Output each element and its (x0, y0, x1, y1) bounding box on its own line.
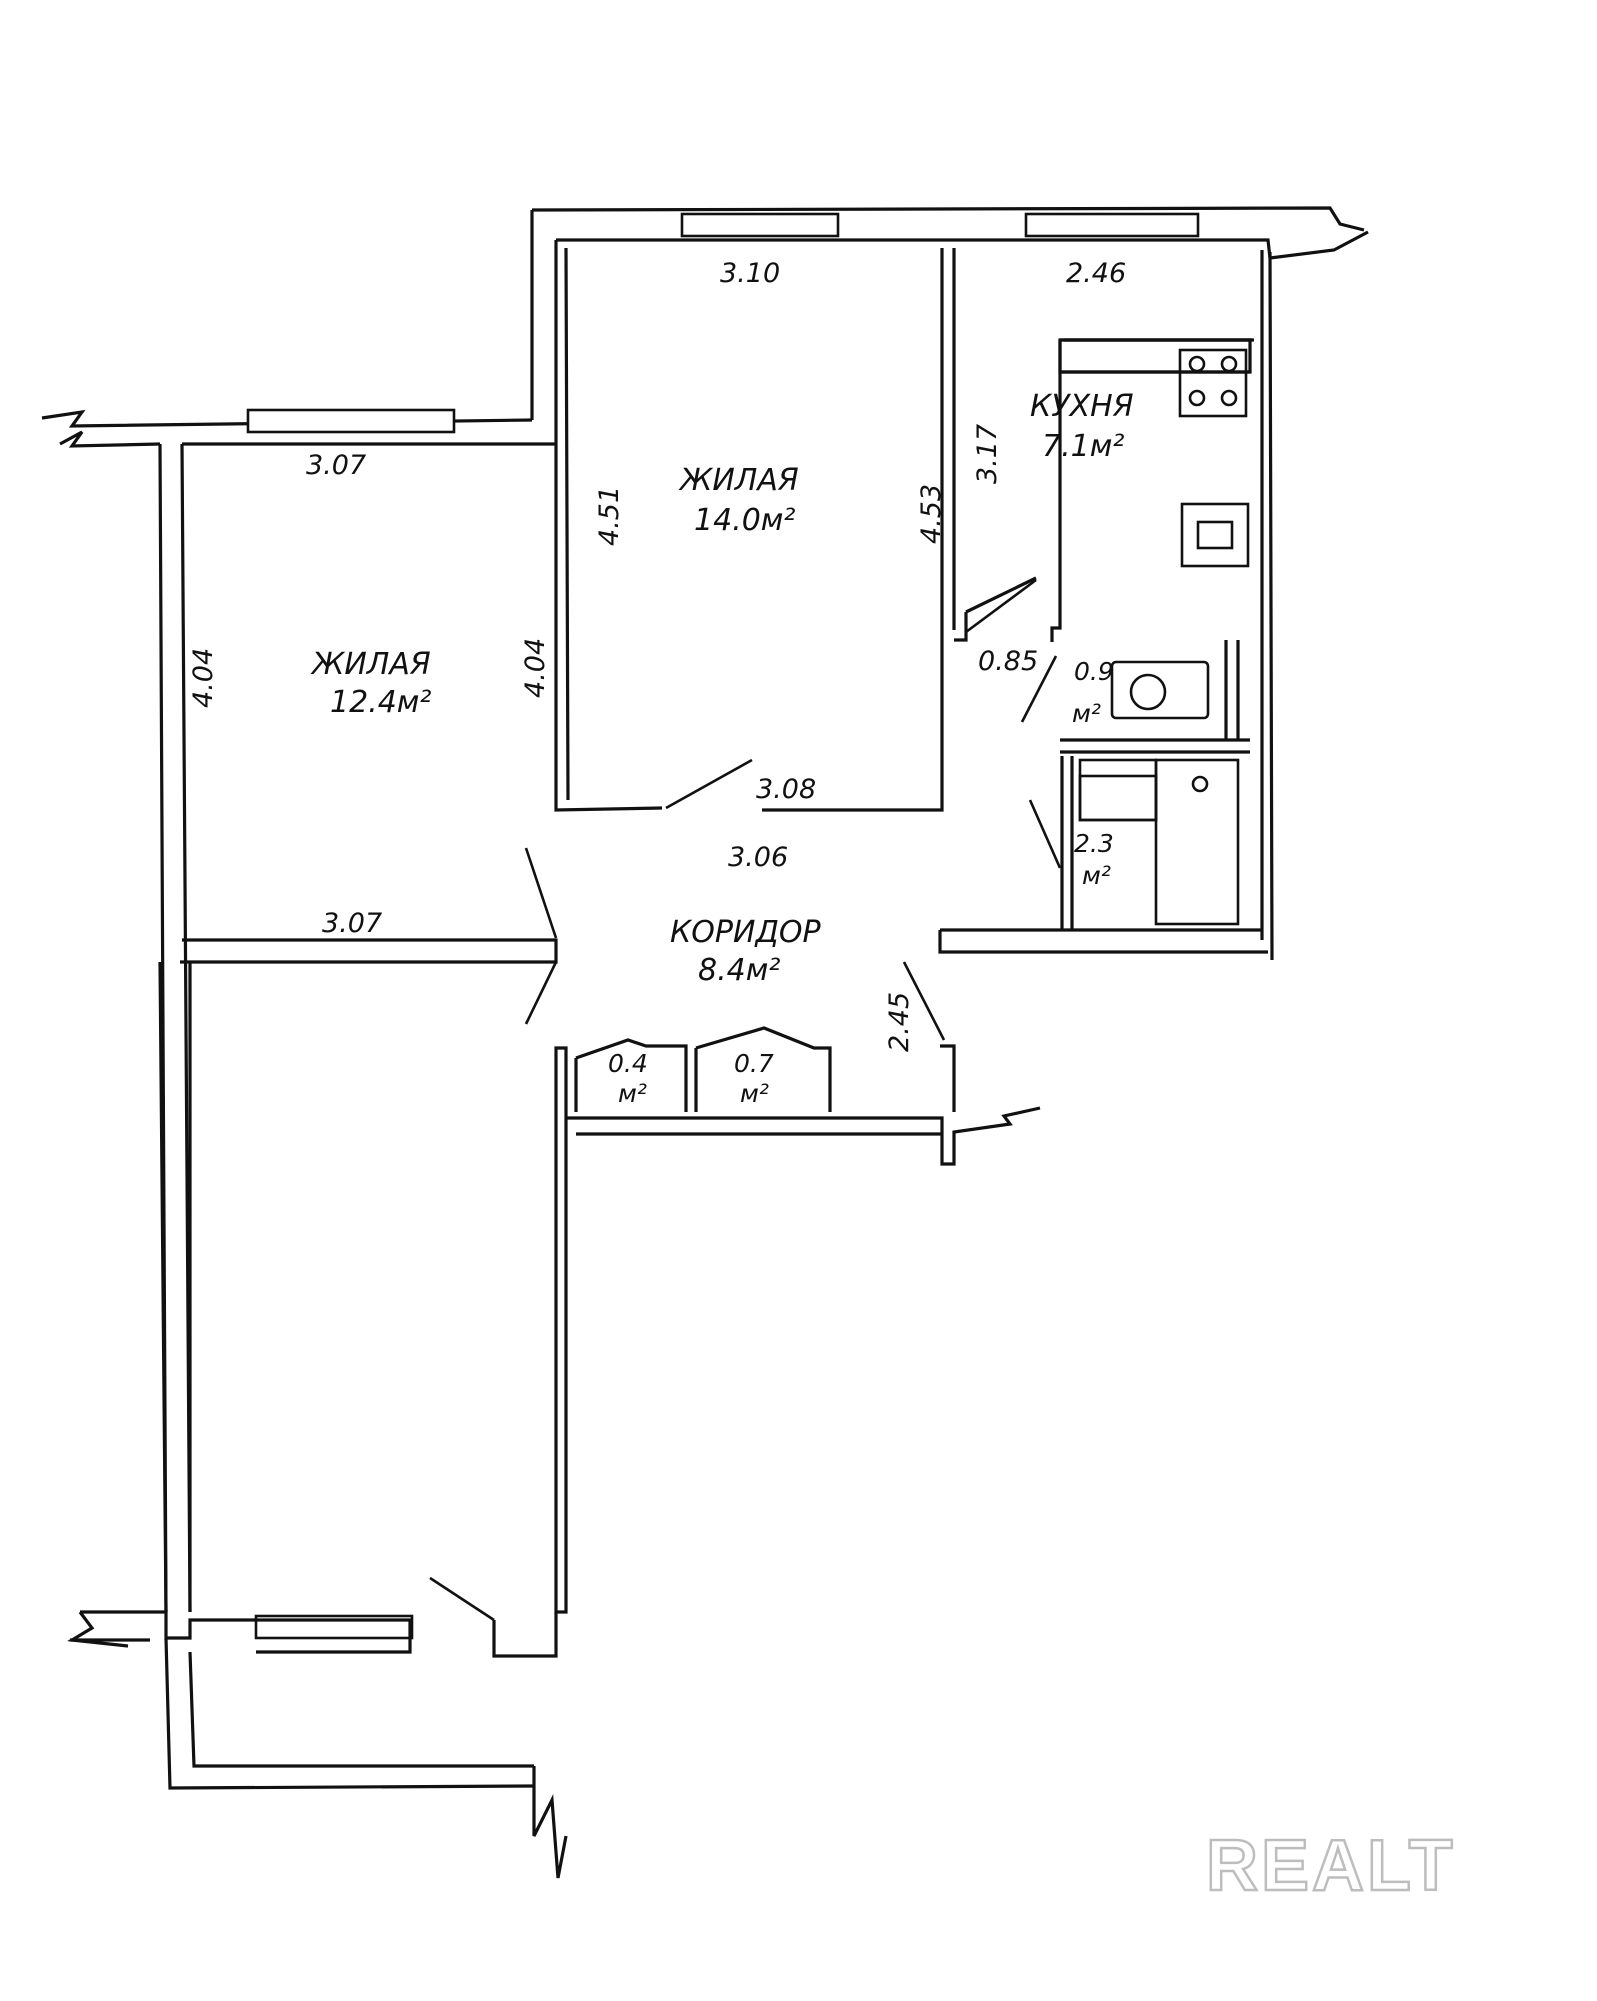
dim-left-side-left: 4.04 (188, 648, 219, 708)
washbasin-icon (1078, 758, 1158, 822)
room-unit-closet-small: м² (618, 1079, 647, 1108)
corridor-walls (180, 847, 1041, 1614)
room-area-bathroom: 2.3 (1074, 829, 1114, 858)
dim-left-bottom: 3.07 (322, 908, 382, 939)
kitchen-walls (938, 338, 1268, 954)
room-area-corridor: 8.4м² (698, 953, 780, 988)
dim-toilet-width: 0.85 (978, 646, 1038, 677)
room-unit-toilet: м² (1072, 699, 1101, 728)
window-center-bedroom (680, 212, 840, 238)
dim-center-top: 3.10 (720, 258, 780, 289)
dim-left-side-right: 4.04 (520, 638, 551, 698)
room-area-kitchen: 7.1м² (1042, 429, 1124, 464)
door-swing-left-bedroom-bottom (524, 961, 558, 1025)
window-left-bedroom (246, 408, 456, 434)
balcony-walls (67, 961, 568, 1879)
room-area-bedroom-center: 14.0м² (694, 503, 795, 538)
room-name-bedroom-center: ЖИЛАЯ (678, 463, 799, 498)
room-unit-bathroom: м² (1082, 861, 1111, 890)
dim-center-bottom: 3.08 (756, 774, 816, 805)
stove-icon (1178, 348, 1248, 418)
door-swing-center-bedroom (665, 758, 753, 810)
room-unit-closet-large: м² (740, 1079, 769, 1108)
dim-kitchen-top: 2.46 (1066, 258, 1126, 289)
room-area-closet-small: 0.4 (608, 1049, 648, 1078)
door-swing-entrance (902, 961, 946, 1041)
dimension-labels: 3.07 3.07 4.04 4.04 3.10 3.08 4.51 4.53 … (188, 258, 1126, 1052)
room-area-closet-large: 0.7 (734, 1049, 774, 1078)
watermark: REALT (1206, 1826, 1456, 1906)
room-name-bedroom-left: ЖИЛАЯ (310, 647, 431, 682)
dim-center-side-left: 4.51 (594, 486, 625, 546)
door-swing-left-bedroom-top (524, 847, 558, 939)
room-name-corridor: КОРИДОР (670, 915, 821, 950)
room-area-toilet: 0.9 (1074, 657, 1114, 686)
dim-left-top: 3.07 (306, 450, 366, 481)
dim-corridor-width: 3.06 (728, 842, 788, 873)
room-area-bedroom-left: 12.4м² (330, 685, 431, 720)
door-swing-bathroom (1028, 799, 1062, 869)
sink-icon (1180, 502, 1250, 568)
door-swing-kitchen (965, 578, 1037, 634)
room-labels: ЖИЛАЯ 12.4м² ЖИЛАЯ 14.0м² КУХНЯ 7.1м² КО… (310, 389, 1134, 1108)
toilet-icon (1110, 660, 1210, 720)
door-swing-toilet (1020, 655, 1058, 723)
window-kitchen (1024, 212, 1200, 238)
bathtub-icon (1154, 758, 1240, 926)
dim-kitchen-side: 3.17 (972, 424, 1003, 484)
dim-center-side-right: 4.53 (916, 484, 947, 544)
room-name-kitchen: КУХНЯ (1030, 389, 1134, 424)
door-swing-balcony (429, 1576, 495, 1622)
dim-corridor-side: 2.45 (884, 992, 915, 1052)
center-bedroom-walls (554, 247, 956, 812)
exterior-walls (41, 206, 1369, 1613)
